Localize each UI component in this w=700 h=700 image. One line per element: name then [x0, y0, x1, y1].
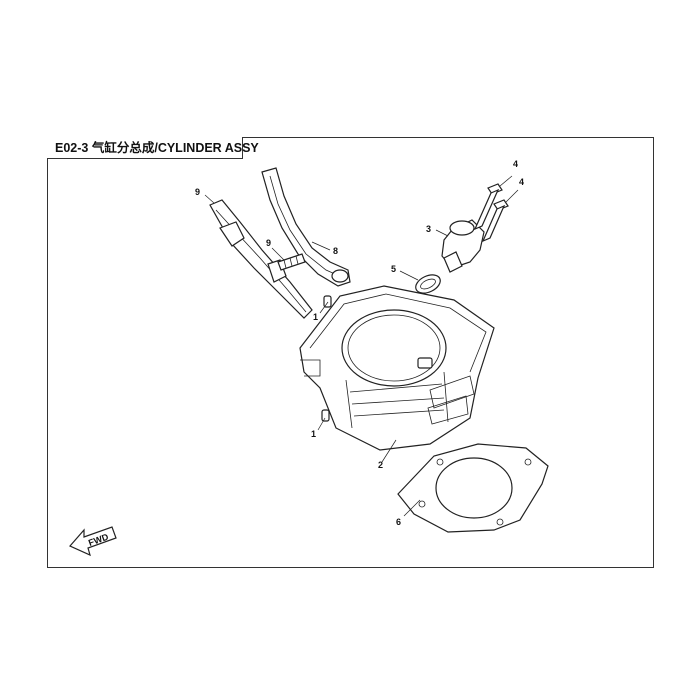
diagram-title: E02-3 气缸分总成/CYLINDER ASSY [55, 139, 259, 157]
gasket-ring-part-5 [415, 274, 441, 294]
fwd-label: FWD [87, 531, 110, 548]
callout-3: 3 [426, 224, 431, 234]
forward-arrow-icon: FWD [69, 526, 117, 557]
housing-part-3 [441, 219, 485, 273]
callout-9: 9 [266, 238, 271, 248]
callout-1-b: 1 [311, 429, 316, 439]
callout-6: 6 [396, 517, 401, 527]
title-name: 气缸分总成/CYLINDER ASSY [91, 141, 259, 155]
dowel-pin-part-1-b [321, 409, 330, 422]
tensioner-guide-part-8 [261, 167, 351, 287]
base-gasket-part-6 [397, 443, 549, 533]
callout-2: 2 [378, 460, 383, 470]
title-code: E02-3 [55, 141, 89, 155]
cylinder-block-part-2 [299, 285, 495, 451]
bolt-part-4-a [473, 183, 503, 231]
bolt-part-4-b [481, 199, 509, 243]
callout-5: 5 [391, 264, 396, 274]
callout-8: 8 [333, 246, 338, 256]
callout-7: 9 [195, 187, 200, 197]
dowel-pin-part-1-a [323, 295, 332, 308]
leader-lines [204, 175, 519, 517]
title-box [47, 137, 243, 159]
callout-4-b: 4 [519, 177, 524, 187]
chain-guide-part-7 [209, 199, 313, 319]
callout-1-a: 1 [313, 312, 318, 322]
callout-4-a: 4 [513, 159, 518, 169]
stud-part-9 [277, 253, 306, 271]
